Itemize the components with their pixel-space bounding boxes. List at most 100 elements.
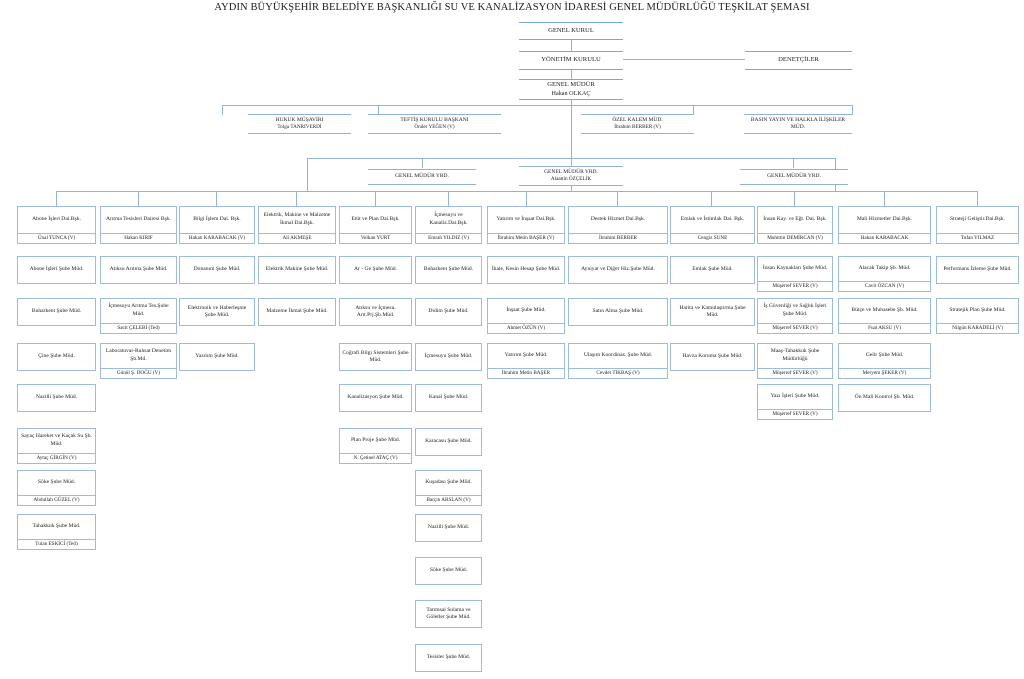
sub-node-3-1[interactable]: Donanım Şube Müd. xyxy=(179,256,255,284)
sub-node-1-7[interactable]: Tahakkuk Şube Müd.Tulan ESKİCİ (Ted) xyxy=(17,514,96,550)
sub-node-5-5[interactable]: Plan Proje Şube Müd.N. Çetinel ATAÇ (V) xyxy=(339,428,412,464)
sub-node-6-2[interactable]: Didim Şube Müd. xyxy=(415,298,482,326)
sub-node-5-2[interactable]: Atıksu ve İçmesu. Arıt.Prj.Şb.Müd. xyxy=(339,298,412,326)
node-person: Hakan KIRIF xyxy=(101,232,176,244)
sub-node-9-1[interactable]: Emlak Şube Müd. xyxy=(670,256,755,284)
node-person: Gönül Ş. DOĞU (V) xyxy=(101,367,176,379)
dept-head-2[interactable]: Arıtma Tesisleri Dairesi Bşk. Hakan KIRIF xyxy=(100,206,177,244)
node-title: Arıtma Tesisleri Dairesi Bşk. xyxy=(105,216,172,223)
node-title: DENETÇİLER xyxy=(778,56,819,64)
node-title: Stratejik Plan Şube Müd. xyxy=(949,307,1006,314)
dept-head-5[interactable]: Etüt ve Plan Dai.Bşk.Volkan YURT xyxy=(339,206,412,244)
node-genel-kurul[interactable]: GENEL KURUL xyxy=(519,22,623,40)
sub-node-6-10[interactable]: Tesisler Şube Müd. xyxy=(415,644,482,672)
dept-head-6[interactable]: İçmesuyu ve Kanaliz.Dai.Bşk.Emrah YILDIZ… xyxy=(415,206,482,244)
sub-node-6-3[interactable]: İçmesuyu Şube Müd. xyxy=(415,343,482,371)
sub-node-11-3[interactable]: Gelir Şube Müd.Meryem ŞEKER (V) xyxy=(838,343,931,379)
node-title: Plan Proje Şube Müd. xyxy=(350,437,401,444)
node-title: BASIN YAYIN VE HALKLA İLİŞKİLER MÜD. xyxy=(750,116,846,130)
connector-dept-stub-7 xyxy=(526,191,527,206)
sub-node-6-1[interactable]: Buharkent Şube Müd. xyxy=(415,256,482,284)
node-ozel-kalem-mud[interactable]: ÖZEL KALEM MÜD. İbrahim BERBER (V) xyxy=(581,114,694,134)
sub-node-11-4[interactable]: Ön Mali Kontrol Şb. Müd. xyxy=(838,384,931,412)
node-genel-mudur-yrd-3[interactable]: GENEL MÜDÜR YRD. xyxy=(740,169,848,185)
sub-node-10-1[interactable]: İnsan Kaynakları Şube Müd.Müşerref SEVER… xyxy=(757,256,833,292)
sub-node-6-4[interactable]: Kanal Şube Müd. xyxy=(415,384,482,412)
sub-node-10-2[interactable]: İş Güvenliği ve Sağlık İşleri Şube Müd.M… xyxy=(757,298,833,334)
sub-node-1-1[interactable]: Abone İşleri Şube Müd. xyxy=(17,256,96,284)
node-title: Buharkent Şube Müd. xyxy=(31,308,82,315)
sub-node-1-5[interactable]: Sayaç Hareket ve Kaçak Su Şb. Müd.Aytaç … xyxy=(17,428,96,464)
sub-node-8-1[interactable]: Ayniyat ve Diğer Hiz.Şube Müd. xyxy=(568,256,668,284)
dept-head-3[interactable]: Bilgi İşlem Dai. Bşk.Hakan KARABACAK (V) xyxy=(179,206,255,244)
node-person: Nilgün KARADELİ (V) xyxy=(937,322,1018,334)
dept-head-4[interactable]: Elektrik, Makine ve Malzeme İkmal Dai.Bş… xyxy=(258,206,336,244)
sub-node-1-4[interactable]: Nazilli Şube Müd. xyxy=(17,384,96,412)
node-person: Müşerref SEVER (V) xyxy=(758,367,832,379)
sub-node-7-2[interactable]: İnşaat Şube Müd.Ahmet ÖZÜN (V) xyxy=(487,298,565,334)
node-title: Performans İzleme Şube Müd. xyxy=(943,266,1012,273)
sub-node-6-9[interactable]: Tarımsal Sulama ve Göletler Şube Müd. xyxy=(415,600,482,628)
node-title: Elektrik, Makine ve Malzeme İkmal Dai.Bş… xyxy=(263,212,331,226)
node-teftis-kurulu-baskani[interactable]: TEFTİŞ KURULU BAŞKANI Önder YEĞEN (V) xyxy=(368,114,501,134)
node-title: Havza Koruma Şube Müd. xyxy=(682,353,743,360)
sub-node-3-2[interactable]: Elektronik ve Haberleşme Şube Müd. xyxy=(179,298,255,326)
sub-node-8-2[interactable]: Satın Alma Şube Müd. xyxy=(568,298,668,326)
dept-head-9[interactable]: Emlak ve İstimlak Dai. Bşk.Cengiz SUNE xyxy=(670,206,755,244)
dept-head-1[interactable]: Abone İşleri Dai.Bşk.Ünal TUNCA (V) xyxy=(17,206,96,244)
sub-node-4-2[interactable]: Malzeme İkmal Şube Müd. xyxy=(258,298,336,326)
sub-node-7-3[interactable]: Yatırım Şube Müd.İbrahim Metin BAŞER xyxy=(487,343,565,379)
sub-node-3-3[interactable]: Yazılım Şube Müd. xyxy=(179,343,255,371)
connector-dept-stub-6 xyxy=(448,191,449,206)
node-genel-mudur-yrd-2[interactable]: GENEL MÜDÜR YRD. Alaattin ÖZÇELİK xyxy=(519,166,623,186)
sub-node-1-6[interactable]: Söke Şube Müd.Abdullah GÜZEL (V) xyxy=(17,470,96,506)
node-person: Tolga TANRIVERDİ xyxy=(277,124,322,131)
node-title: Elektrik Makine Şube Müd. xyxy=(265,266,329,273)
sub-node-5-4[interactable]: Kanalizasyon Şube Müd. xyxy=(339,384,412,412)
node-yonetim-kurulu[interactable]: YÖNETİM KURULU xyxy=(519,51,623,70)
dept-head-12[interactable]: Strateji Geliştir.Dai.Bşk.Tufan YILMAZ xyxy=(936,206,1019,244)
node-denetciler[interactable]: DENETÇİLER xyxy=(745,51,852,70)
dept-head-10[interactable]: İnsan Kay. ve Eğt. Dai. Bşk.Muhittin DEM… xyxy=(757,206,833,244)
sub-node-7-1[interactable]: İhale, Kesin Hesap Şube Müd. xyxy=(487,256,565,284)
node-genel-mudur-yrd-1[interactable]: GENEL MÜDÜR YRD. xyxy=(368,169,476,185)
sub-node-9-3[interactable]: Havza Koruma Şube Müd. xyxy=(670,343,755,371)
sub-node-2-3[interactable]: Laboratuvar-Ruhsat Denetim Şb.Md.Gönül Ş… xyxy=(100,343,177,379)
dept-head-8[interactable]: Destek Hizmet Dai.Bşk.İbrahim BERBER xyxy=(568,206,668,244)
sub-node-11-2[interactable]: Bütçe ve Muhasebe Şb. Müd.Fuat AKSU (V) xyxy=(838,298,931,334)
connector-dept-stub-5 xyxy=(375,191,376,206)
sub-node-5-1[interactable]: Ar - Ge Şube Müd. xyxy=(339,256,412,284)
sub-node-5-3[interactable]: Coğrafi Bilgi Sistemleri Şube Müd. xyxy=(339,343,412,371)
node-title: Tahakkuk Şube Müd. xyxy=(32,523,81,530)
dept-head-11[interactable]: Mali Hizmetler Dai.Bşk.Hakan KARABACAK xyxy=(838,206,931,244)
sub-node-10-4[interactable]: Yazı İşleri Şube Müd.Müşerref SEVER (V) xyxy=(757,384,833,420)
node-title: GENEL MÜDÜR YRD. xyxy=(544,169,598,176)
sub-node-6-8[interactable]: Söke Şube Müd. xyxy=(415,557,482,585)
sub-node-9-2[interactable]: Harita ve Kamulaştırma Şube Müd. xyxy=(670,298,755,326)
sub-node-6-7[interactable]: Nazilli Şube Müd. xyxy=(415,514,482,542)
sub-node-1-3[interactable]: Çine Şube Müd. xyxy=(17,343,96,371)
sub-node-4-1[interactable]: Elektrik Makine Şube Müd. xyxy=(258,256,336,284)
sub-node-6-5[interactable]: Karacasu Şube Müd. xyxy=(415,428,482,456)
sub-node-1-2[interactable]: Buharkent Şube Müd. xyxy=(17,298,96,326)
node-person: Ali AKMEŞE xyxy=(259,232,335,244)
sub-node-12-1[interactable]: Performans İzleme Şube Müd. xyxy=(936,256,1019,284)
node-genel-mudur[interactable]: GENEL MÜDÜR Hakan OLKAÇ xyxy=(519,79,623,100)
node-title: Coğrafi Bilgi Sistemleri Şube Müd. xyxy=(342,349,409,363)
node-title: Ar - Ge Şube Müd. xyxy=(353,266,398,273)
dept-head-7[interactable]: Yatırım ve İnşaat Dai.Bşk.İbrahim Metin … xyxy=(487,206,565,244)
sub-node-11-1[interactable]: Alacak Takip Şb. Müd.Cavit ÖZCAN (V) xyxy=(838,256,931,292)
node-title: İş Güvenliği ve Sağlık İşleri Şube Müd. xyxy=(763,303,827,317)
node-title: Kuşadası Şube Müd. xyxy=(425,479,472,486)
node-hukuk-musaviri[interactable]: HUKUK MÜŞAVİRİ Tolga TANRIVERDİ xyxy=(248,114,351,134)
node-basin-yayin-mud[interactable]: BASIN YAYIN VE HALKLA İLİŞKİLER MÜD. xyxy=(744,114,852,134)
sub-node-2-2[interactable]: İçmesuyu Arıtma Tes.Şube Müd.Sacit ÇELEB… xyxy=(100,298,177,334)
sub-node-8-3[interactable]: Ulaşım Koordinas. Şube Müd.Cevdet TIKBAŞ… xyxy=(568,343,668,379)
node-title: Söke Şube Müd. xyxy=(429,567,468,574)
sub-node-2-1[interactable]: Atıksu Arıtma Şube Müd. xyxy=(100,256,177,284)
sub-node-6-6[interactable]: Kuşadası Şube Müd.Barçın ARSLAN (V) xyxy=(415,470,482,506)
node-person: Cengiz SUNE xyxy=(671,232,754,244)
sub-node-12-2[interactable]: Stratejik Plan Şube Müd. Nilgün KARADELİ … xyxy=(936,298,1019,334)
